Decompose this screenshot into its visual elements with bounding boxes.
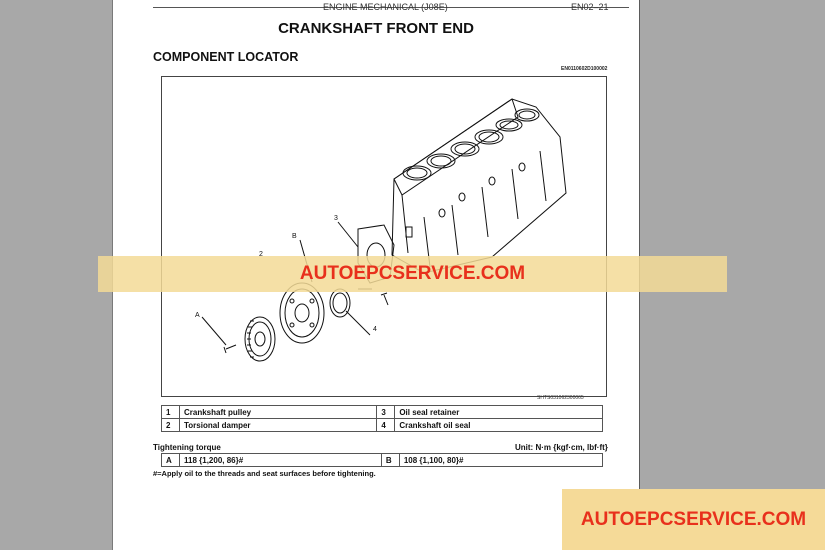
torque-value: 108 {1,100, 80}# <box>398 453 604 467</box>
torque-unit: Unit: N·m {kgf·cm, lbf·ft} <box>515 443 608 452</box>
part-number: 1 <box>161 405 180 419</box>
part-name: Torsional damper <box>178 418 378 432</box>
watermark-banner: AUTOEPCSERVICE.COM <box>98 256 727 292</box>
oil-note: #=Apply oil to the threads and seat surf… <box>153 469 376 478</box>
section-subtitle: COMPONENT LOCATOR <box>153 50 299 64</box>
figure-code-bottom: SHTS031062300065 <box>537 395 584 401</box>
callout-4: 4 <box>373 326 377 333</box>
part-name: Crankshaft pulley <box>178 405 378 419</box>
callout-3: 3 <box>334 215 338 222</box>
torque-key: B <box>380 453 400 467</box>
block-deck <box>393 98 519 196</box>
torque-title: Tightening torque <box>153 443 221 452</box>
bolt-b-drawing <box>380 292 389 306</box>
part-name: Crankshaft oil seal <box>394 418 603 432</box>
engine-block-drawing: 3 B 2 A 4 <box>195 98 567 362</box>
header-rule: ENGINE MECHANICAL (J08E) EN02–21 <box>153 2 629 12</box>
part-number: 3 <box>376 405 396 419</box>
torque-key: A <box>161 453 180 467</box>
parts-legend-table: 1 Crankshaft pulley 3 Oil seal retainer … <box>161 405 603 432</box>
crankshaft-pulley-drawing <box>244 316 276 362</box>
part-number: 4 <box>376 418 396 432</box>
watermark-corner: AUTOEPCSERVICE.COM <box>562 489 825 550</box>
cylinder-bores <box>402 108 540 181</box>
engine-block-outline <box>391 98 567 274</box>
header-page-number: EN02–21 <box>571 2 609 12</box>
table-row: 1 Crankshaft pulley 3 Oil seal retainer <box>161 405 603 419</box>
torque-value: 118 {1,200, 86}# <box>179 453 382 467</box>
bolt-a-drawing <box>223 344 237 354</box>
header-section: ENGINE MECHANICAL (J08E) <box>323 2 448 12</box>
callout-a: A <box>195 312 200 319</box>
table-row: A 118 {1,200, 86}# B 108 {1,100, 80}# <box>161 453 604 467</box>
component-diagram: 3 B 2 A 4 <box>161 76 607 397</box>
torque-table: A 118 {1,200, 86}# B 108 {1,100, 80}# <box>161 453 604 467</box>
part-number: 2 <box>161 418 180 432</box>
page-title: CRANKSHAFT FRONT END <box>278 20 474 37</box>
callout-2: 2 <box>259 251 263 258</box>
part-name: Oil seal retainer <box>394 405 603 419</box>
figure-code: EN0110602D100002 <box>561 66 608 72</box>
torsional-damper-drawing <box>279 282 325 344</box>
callout-b: B <box>292 233 297 240</box>
table-row: 2 Torsional damper 4 Crankshaft oil seal <box>161 418 603 432</box>
